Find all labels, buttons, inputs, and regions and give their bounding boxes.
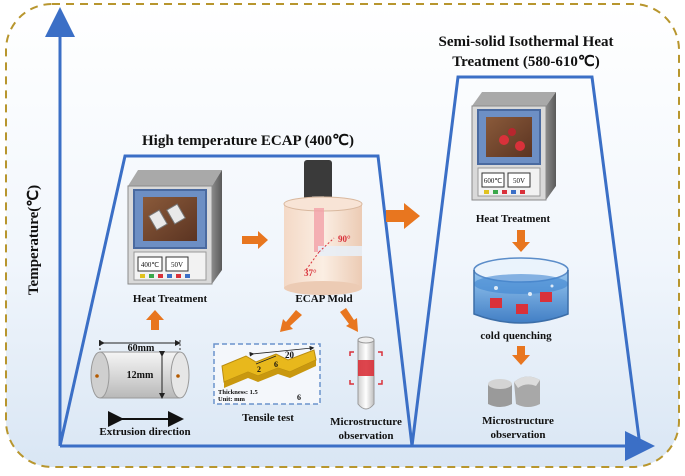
arrow-billet-to-furnace xyxy=(146,310,164,330)
stage2-title-line1: Semi-solid Isothermal Heat xyxy=(439,34,614,50)
tensile-dim-length: 20 xyxy=(285,350,295,360)
tensile-specimen xyxy=(213,343,321,405)
arrow-mold-to-micro xyxy=(340,308,358,332)
stage2-trapezoid xyxy=(410,75,642,447)
furnace-2-label: Heat Treatment xyxy=(476,213,551,225)
ecap-mold: 90° 37° xyxy=(283,160,363,295)
tensile-dim-width: 2 xyxy=(257,365,261,374)
mold-label: ECAP Mold xyxy=(295,293,352,305)
quench-basin xyxy=(473,257,569,324)
micro-sample-2 xyxy=(488,376,540,407)
stage2-title-line2: Treatment (580-610℃) xyxy=(452,54,600,70)
tensile-label: Tensile test xyxy=(242,412,294,424)
furnace-1: 400℃ 50V xyxy=(127,170,222,285)
micro-sample-1 xyxy=(349,336,383,410)
arrow-stage1-to-stage2 xyxy=(386,203,420,229)
arrow-furnace-to-mold xyxy=(242,231,268,249)
furnace-2: 600℃ 50V xyxy=(471,92,556,201)
furnace-1-voltage: 50V xyxy=(171,261,183,269)
arrow-mold-to-tensile xyxy=(280,310,302,332)
micro-2-label-line2: observation xyxy=(491,429,546,441)
furnace-2-voltage: 50V xyxy=(513,177,525,185)
stage1-trapezoid xyxy=(58,154,414,447)
tensile-dim-grip: 6 xyxy=(297,393,301,402)
billet-diameter: 12mm xyxy=(127,370,154,381)
tensile-dim-gauge: 6 xyxy=(274,360,278,369)
micro-1-label-line1: Microstructure xyxy=(330,416,402,428)
tensile-unit-note: Unit: mm xyxy=(218,396,245,403)
arrow-furnace2-to-quench xyxy=(512,230,530,252)
tensile-thickness-note: Thickness: 1.5 xyxy=(218,389,258,396)
furnace-1-label: Heat Treatment xyxy=(133,293,208,305)
furnace-1-temp: 400℃ xyxy=(141,261,160,269)
micro-1-label-line2: observation xyxy=(339,430,394,442)
y-axis-label: Temperature(℃) xyxy=(26,185,42,295)
mold-angle-outer: 37° xyxy=(304,268,317,278)
micro-2-label-line1: Microstructure xyxy=(482,415,554,427)
extrusion-direction-label: Extrusion direction xyxy=(99,426,190,438)
mold-angle-inner: 90° xyxy=(338,234,351,244)
quench-label: cold quenching xyxy=(480,330,552,342)
billet xyxy=(90,340,190,427)
billet-length: 60mm xyxy=(128,343,155,354)
stage1-title: High temperature ECAP (400℃) xyxy=(142,133,354,149)
arrow-quench-to-micro xyxy=(512,346,530,365)
furnace-2-temp: 600℃ xyxy=(484,177,503,185)
